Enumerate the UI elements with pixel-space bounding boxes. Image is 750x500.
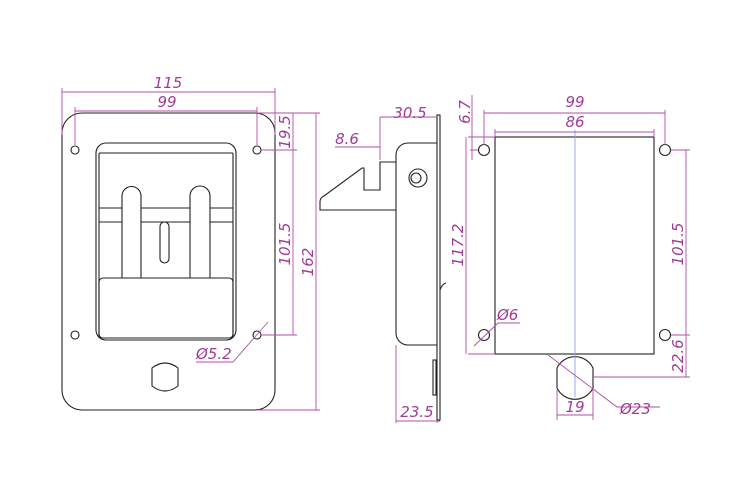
handle-arm-left bbox=[121, 185, 142, 278]
rear-hole bbox=[477, 143, 491, 157]
dim-label-22-6: 22.6 bbox=[669, 339, 687, 372]
side-hook bbox=[439, 282, 447, 291]
dim-label-162: 162 bbox=[299, 248, 317, 277]
pivot-outer bbox=[408, 168, 428, 188]
dim-99 bbox=[74, 107, 258, 145]
dim-rear-86 bbox=[494, 129, 655, 137]
mounting-hole bbox=[252, 145, 262, 155]
mounting-hole bbox=[70, 145, 80, 155]
dim-label-19: 19 bbox=[565, 398, 584, 416]
lock-cylinder bbox=[151, 362, 179, 392]
dim-label-117-2: 117.2 bbox=[449, 224, 467, 267]
rear-hole bbox=[658, 143, 672, 157]
center-slot bbox=[159, 221, 170, 264]
pivot-inner bbox=[410, 172, 422, 184]
mounting-plate bbox=[61, 112, 276, 411]
front-view: 115 99 19.5 101.5 162 Ø5.2 bbox=[61, 74, 320, 411]
dim-rear-right bbox=[593, 149, 690, 378]
leader-cylinder-diameter bbox=[547, 354, 660, 408]
dim-label-cylinder-diameter: Ø23 bbox=[619, 400, 651, 418]
dim-rear-99 bbox=[483, 110, 666, 145]
dim-side-top bbox=[335, 116, 437, 160]
dim-label-115: 115 bbox=[154, 74, 183, 92]
dim-label-8-6: 8.6 bbox=[335, 130, 359, 148]
side-body bbox=[395, 142, 437, 346]
leader-hole-diameter bbox=[196, 321, 269, 363]
dim-label-rear-hole: Ø6 bbox=[496, 306, 518, 324]
dim-rear-left bbox=[465, 95, 495, 355]
rear-hole bbox=[658, 328, 672, 342]
dim-label-23-5: 23.5 bbox=[400, 403, 433, 421]
rear-view: 99 86 6.7 117.2 101.5 22.6 Ø6 19 Ø23 bbox=[449, 93, 690, 420]
dim-vertical-lines bbox=[258, 112, 320, 411]
handle-grip bbox=[98, 277, 234, 339]
side-handle bbox=[319, 161, 396, 211]
dim-label-6-7: 6.7 bbox=[456, 100, 474, 124]
dim-label-rear-86: 86 bbox=[565, 113, 584, 131]
dim-label-rear-99: 99 bbox=[565, 93, 584, 111]
dim-label-hole-diameter: Ø5.2 bbox=[195, 345, 232, 363]
dim-label-101-5: 101.5 bbox=[276, 223, 294, 266]
mounting-hole bbox=[70, 330, 80, 340]
recess bbox=[95, 142, 237, 341]
recess-inner-lines bbox=[98, 152, 234, 338]
side-view: 30.5 8.6 23.5 bbox=[319, 104, 447, 423]
dim-label-19-5: 19.5 bbox=[276, 115, 294, 148]
side-plate bbox=[436, 114, 441, 421]
rear-body bbox=[494, 136, 655, 355]
handle-arm-right bbox=[189, 185, 211, 278]
rear-hole bbox=[477, 328, 491, 342]
dim-115 bbox=[61, 88, 276, 135]
side-tab bbox=[432, 359, 437, 396]
dim-label-rear-101-5: 101.5 bbox=[669, 223, 687, 266]
dim-side-bottom bbox=[395, 345, 440, 423]
dim-19 bbox=[556, 390, 594, 420]
leader-rear-hole bbox=[473, 322, 520, 347]
dim-label-99: 99 bbox=[157, 93, 176, 111]
rear-lock-cylinder bbox=[556, 356, 594, 400]
dim-label-30-5: 30.5 bbox=[393, 104, 426, 122]
